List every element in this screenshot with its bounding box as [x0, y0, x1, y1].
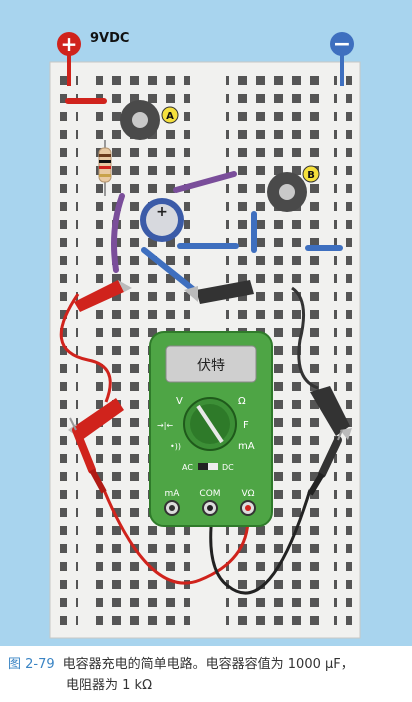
caption-line-2: 电阻器为 1 kΩ: [8, 675, 404, 696]
jack-label-vohm: VΩ: [241, 489, 254, 499]
purple-wire-top: [173, 171, 237, 193]
black-alligator-clip-lower: [310, 386, 352, 440]
jack-label-com: COM: [199, 489, 220, 499]
jack-label-ma: mA: [165, 489, 181, 499]
negative-terminal-icon: [330, 32, 354, 56]
caption-line-1: 图 2-79 电容器充电的简单电路。电容器容值为 1000 μF，: [8, 654, 404, 675]
caption-text-1: 电容器充电的简单电路。电容器容值为 1000 μF，: [62, 657, 354, 672]
blue-wire-capacitor: [141, 247, 197, 293]
pushbutton-b-label: B: [307, 170, 315, 181]
pushbutton-a-label: A: [166, 111, 174, 122]
dial-label-diode-icon: →|←: [157, 421, 173, 430]
black-test-wire: [291, 286, 319, 390]
negative-terminal-symbol: −: [333, 32, 351, 57]
multimeter: 伏特 V Ω →|← F •)) mA AC DC mA COM VΩ: [149, 331, 273, 527]
pushbutton-b: B: [267, 165, 320, 212]
resistor: [98, 140, 112, 196]
red-probe: [69, 417, 107, 494]
meter-display: [165, 345, 257, 383]
capacitor: +: [140, 198, 184, 242]
red-probe-wire: [102, 489, 250, 585]
dial-label-f: F: [243, 420, 249, 431]
dial-label-sound-icon: •)): [170, 442, 181, 451]
positive-terminal-symbol: +: [61, 32, 78, 56]
dc-label: DC: [222, 463, 234, 472]
circuit-figure: + 9VDC − A + B: [0, 0, 412, 646]
capacitor-polarity: +: [156, 204, 168, 220]
purple-wire-left: [111, 193, 125, 273]
right-power-rail: [334, 72, 352, 630]
pushbutton-a: A: [120, 100, 179, 140]
meter-display-text: 伏特: [197, 358, 225, 374]
black-probe: [307, 429, 343, 496]
black-alligator-clip-top: [184, 280, 254, 304]
supply-voltage-label: 9VDC: [90, 31, 129, 46]
red-alligator-clip-top: [74, 280, 132, 312]
dial-label-ma: mA: [238, 441, 255, 452]
figure-caption: 图 2-79 电容器充电的简单电路。电容器容值为 1000 μF， 电阻器为 1 …: [8, 654, 404, 696]
ac-label: AC: [182, 463, 193, 472]
dial-label-v: V: [176, 396, 183, 407]
black-probe-wire: [209, 489, 312, 595]
positive-terminal-icon: [57, 32, 81, 56]
meter-dial-pointer: [196, 404, 224, 444]
figure-number: 图 2-79: [8, 657, 55, 672]
caption-text-2: 电阻器为 1 kΩ: [66, 678, 152, 693]
dial-label-ohm: Ω: [238, 396, 246, 407]
red-test-wire: [59, 293, 112, 403]
